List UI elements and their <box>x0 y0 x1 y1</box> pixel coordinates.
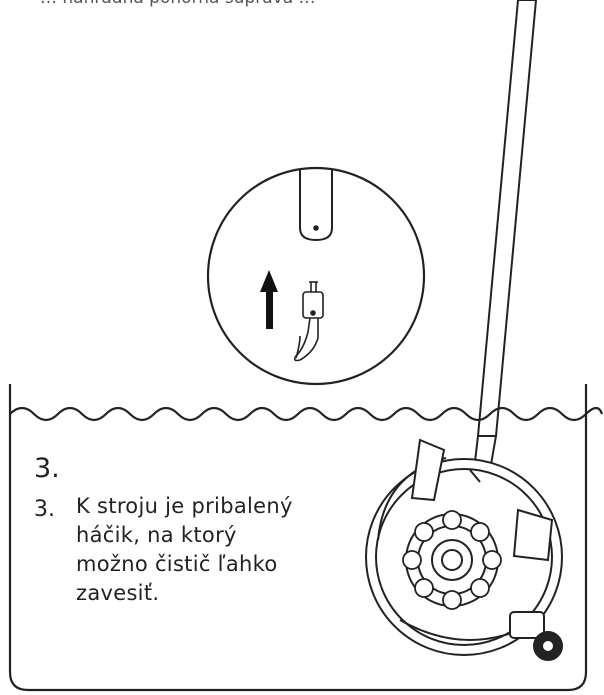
step-description-line: zavesiť. <box>76 581 160 605</box>
step-description: K stroju je pribalený háčik, na ktorý mo… <box>76 492 356 608</box>
step-heading: 3. <box>34 453 60 484</box>
up-arrow-icon <box>260 270 278 329</box>
pole-tip-detail <box>299 170 333 242</box>
step-description-line: K stroju je pribalený <box>76 494 293 518</box>
detail-circle <box>206 166 426 386</box>
pool-cleaner-icon <box>365 438 563 661</box>
pole-icon <box>469 0 538 483</box>
step-number: 3. <box>34 497 55 522</box>
step-description-line: možno čistič ľahko <box>76 552 278 576</box>
pool-outline <box>8 384 604 692</box>
top-caption: … náhradná ponorná súprava … <box>40 0 316 8</box>
water-surface <box>9 406 604 422</box>
hook-icon <box>293 281 324 362</box>
step-description-line: háčik, na ktorý <box>76 523 237 547</box>
